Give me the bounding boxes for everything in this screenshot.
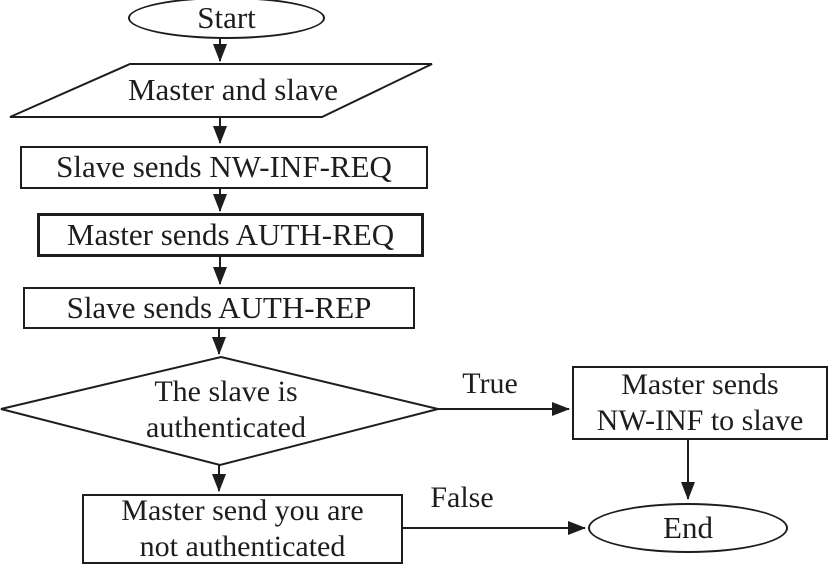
process-master-sends-nw-inf: Master sends NW-INF to slave [572, 366, 828, 440]
process-slave-sends-nw-inf-req: Slave sends NW-INF-REQ [20, 146, 428, 189]
process-slave-sends-auth-rep: Slave sends AUTH-REP [23, 287, 415, 329]
io-parallelogram-shape [9, 63, 433, 118]
io-parallelogram-label: Master and slave [127, 72, 339, 108]
true-branch-label: True [462, 367, 518, 400]
process-master-send-not-authenticated: Master send you are not authenticated [82, 494, 403, 564]
process-master-sends-auth-req: Master sends AUTH-REQ [37, 213, 424, 257]
end-terminator: End [588, 503, 788, 553]
false-branch-label: False [430, 481, 494, 514]
start-terminator: Start [128, 0, 325, 39]
decision-diamond-label: The slave is authenticated [146, 374, 306, 444]
